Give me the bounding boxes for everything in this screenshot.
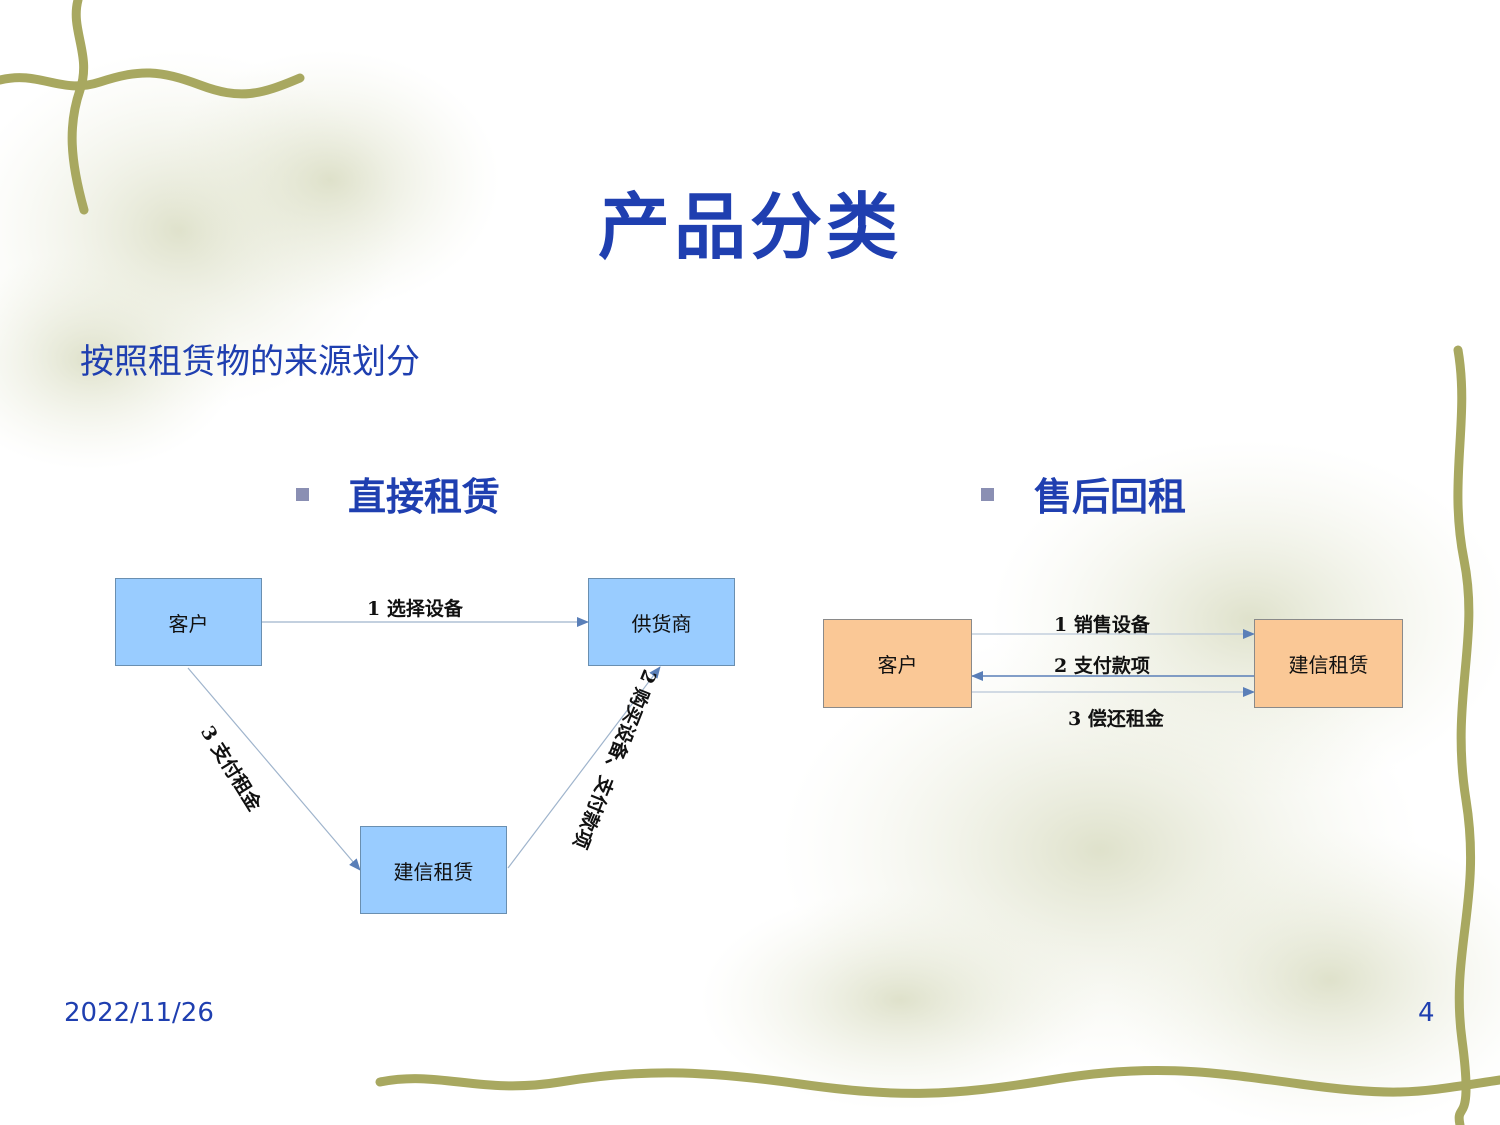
slide-subtitle: 按照租赁物的来源划分 — [80, 342, 420, 382]
edge-label-pay-funds: 2 支付款项 — [1054, 655, 1150, 677]
slide-title: 产品分类 — [597, 185, 902, 269]
edge-pay-rent-arrow — [187, 667, 361, 871]
node-lessor: 建信租赁 — [360, 826, 507, 914]
edge-label-sell-equipment: 1 销售设备 — [1054, 614, 1150, 636]
bullet-icon — [296, 488, 309, 501]
direct-lease-heading: 直接租赁 — [348, 475, 501, 519]
leaseback-heading: 售后回租 — [1034, 475, 1187, 519]
slide-date: 2022/11/26 — [64, 998, 214, 1028]
bullet-icon — [981, 488, 994, 501]
node-supplier: 供货商 — [588, 578, 735, 666]
node-leaseback-customer: 客户 — [823, 619, 972, 708]
edge-label-repay-rent: 3 偿还租金 — [1068, 708, 1164, 730]
page-number: 4 — [1418, 998, 1435, 1028]
node-customer: 客户 — [115, 578, 262, 666]
node-leaseback-lessor: 建信租赁 — [1254, 619, 1403, 708]
edge-buy-pay-arrow — [507, 666, 661, 869]
edge-label-select-equipment: 1 选择设备 — [367, 598, 463, 620]
